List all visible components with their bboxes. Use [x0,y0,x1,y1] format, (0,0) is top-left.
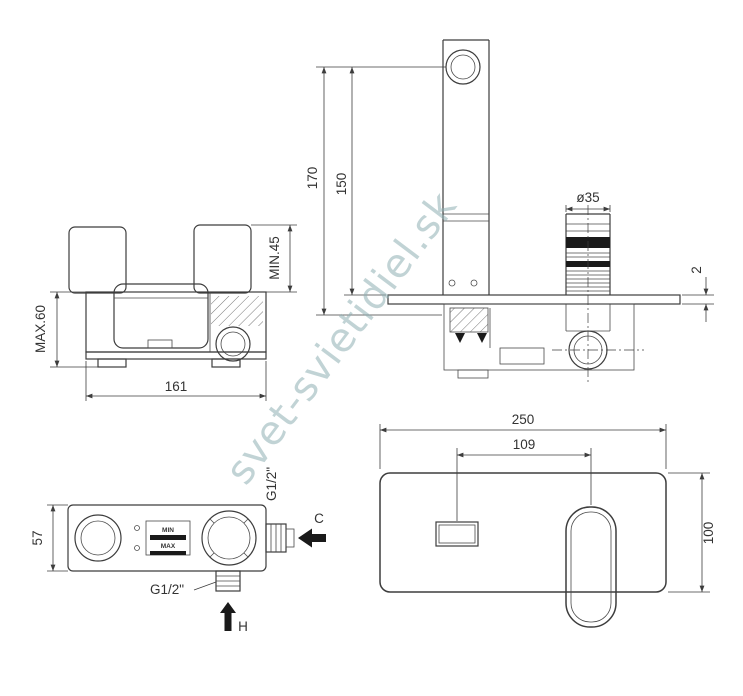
dim-label-max60: MAX.60 [33,305,48,353]
dim-label-170: 170 [305,167,320,190]
cartridge-housing-left [68,226,127,294]
mounting-foot-left [97,358,127,368]
outlet-port [215,326,251,362]
dim-label-109: 109 [513,437,536,452]
view-body-top: MIN MAX C G1/2" G1/2" H [30,467,326,634]
dim-max-60: MAX.60 [33,291,98,368]
mounting-foot-right [211,358,241,368]
valve-ticks [209,518,249,558]
valve-port-right [201,510,257,566]
hot-arrow-icon [220,602,236,631]
dim-100: 100 [668,472,716,593]
dim-min-45: MIN.45 [251,224,297,293]
inlet-section-hatch [449,307,489,333]
view-faucet-side: ø35 170 150 2 [305,39,714,384]
valve-port-left [74,514,122,562]
view-body-side: MAX.60 MIN.45 161 [33,224,297,401]
in-wall-body [443,303,644,379]
dim-label-2: 2 [689,266,704,274]
screw-icon [470,279,478,287]
dim-label-150: 150 [334,173,349,196]
dim-label-d35: ø35 [576,190,599,205]
dim-label-100: 100 [701,522,716,545]
section-hatch [211,296,263,326]
hot-connection: G1/2" H [150,570,248,634]
dim-label-g12-side: G1/2" [264,467,279,501]
dim-label-250: 250 [512,412,535,427]
dim-109: 109 [456,437,592,521]
screw-icon [134,545,140,551]
cartridge-housing-right [193,224,252,294]
view-plate-front: 250 109 100 [379,412,716,628]
dim-d35: ø35 [565,190,611,212]
center-housing [113,283,209,349]
cold-connection: C G1/2" [264,467,326,553]
lever-handle [565,506,617,628]
dim-250: 250 [379,412,667,469]
dim-170-150: 170 150 [305,66,446,316]
dim-label-g12-bottom: G1/2" [150,582,184,597]
dim-label-57: 57 [30,530,45,545]
label-cold: C [314,511,324,526]
label-max: MAX [161,543,176,550]
wall-plate-edge [387,294,681,305]
screw-icon [448,279,456,287]
label-min: MIN [162,527,174,534]
spout-front [435,521,479,547]
spout-column [442,39,490,295]
dim-161: 161 [85,361,267,401]
minmax-scale: MIN MAX [134,520,191,556]
flow-arrow-icon [455,333,465,343]
watermark-text: svet-svietidiel.sk [217,183,466,493]
dim-label-min45: MIN.45 [267,236,282,280]
flow-arrow-icon [477,333,487,343]
cold-arrow-icon [298,528,326,548]
body-side-outline [68,224,267,368]
label-hot: H [238,619,248,634]
dim-2: 2 [682,266,714,322]
dim-label-161: 161 [165,379,188,394]
trim-plate [379,472,667,593]
dim-57: 57 [30,504,68,572]
screw-icon [134,525,140,531]
